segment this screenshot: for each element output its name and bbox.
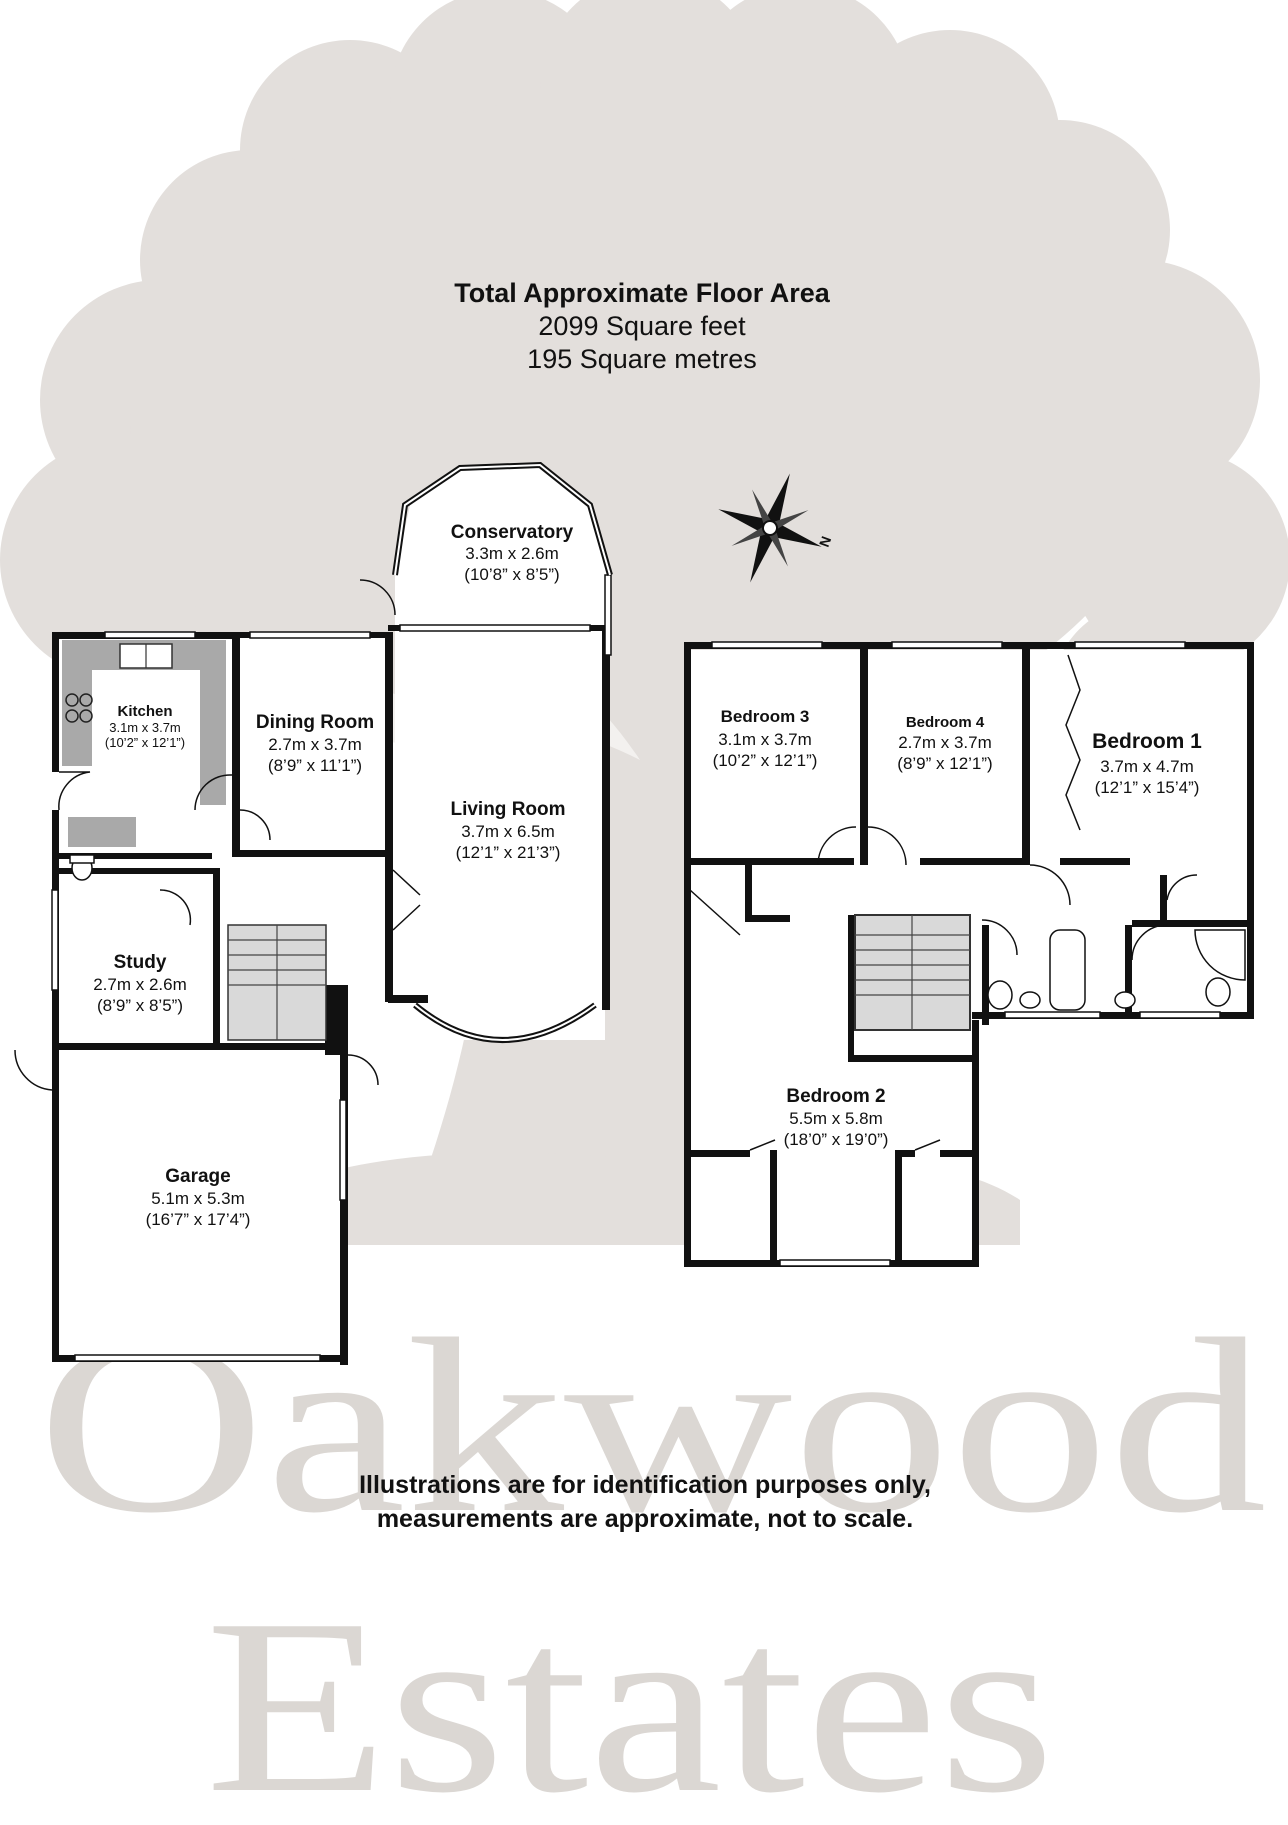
svg-text:2.7m x 3.7m: 2.7m x 3.7m (268, 735, 362, 754)
svg-text:(18’0” x 19’0”): (18’0” x 19’0”) (784, 1130, 889, 1149)
kitchen-window (104, 631, 196, 639)
svg-text:(10’8” x 8’5”): (10’8” x 8’5”) (464, 565, 559, 584)
hob-icon (65, 693, 93, 723)
disclaimer-line-1: Illustrations are for identification pur… (359, 1471, 931, 1499)
svg-text:2.7m x 3.7m: 2.7m x 3.7m (898, 733, 992, 752)
svg-text:5.1m x 5.3m: 5.1m x 5.3m (151, 1189, 245, 1208)
study-window (51, 889, 59, 991)
living-patio-door (399, 624, 591, 632)
first-floor-doors (689, 826, 1198, 1151)
bedroom2-window (779, 1259, 891, 1267)
ground-stairs (227, 924, 327, 1041)
dining-window (249, 631, 371, 639)
label-study: Study 2.7m x 2.6m (8’9” x 8’5”) (93, 952, 187, 1015)
label-bedroom-2: Bedroom 2 5.5m x 5.8m (18’0” x 19’0”) (784, 1086, 889, 1149)
svg-text:(8’9” x 12’1”): (8’9” x 12’1”) (897, 754, 992, 773)
label-bedroom-4: Bedroom 4 2.7m x 3.7m (8’9” x 12’1”) (897, 714, 992, 773)
svg-text:(8’9” x 8’5”): (8’9” x 8’5”) (97, 996, 183, 1015)
garage-door-window (74, 1354, 321, 1362)
svg-text:Bedroom 3: Bedroom 3 (721, 707, 810, 726)
svg-text:Bedroom 1: Bedroom 1 (1092, 730, 1202, 753)
ground-doors (14, 579, 421, 1091)
wc-icon (69, 854, 95, 881)
ensuite-toilet-icon (1205, 977, 1231, 1007)
watermark-estates: Estates (205, 1568, 1055, 1825)
basin-icon (1019, 991, 1041, 1009)
conservatory-glass (604, 574, 612, 656)
svg-text:3.1m x 3.7m: 3.1m x 3.7m (109, 720, 181, 735)
floor-area-title: Total Approximate Floor Area (454, 278, 831, 308)
svg-text:3.7m x 4.7m: 3.7m x 4.7m (1100, 757, 1194, 776)
svg-text:Conservatory: Conservatory (451, 522, 574, 543)
svg-text:5.5m x 5.8m: 5.5m x 5.8m (789, 1109, 883, 1128)
sink-icon (119, 643, 173, 669)
svg-text:(12’1” x 15’4”): (12’1” x 15’4”) (1095, 778, 1200, 797)
floor-area-sqft: 2099 Square feet (538, 311, 746, 341)
bedroom4-window (891, 641, 1003, 649)
toilet-icon (987, 980, 1013, 1010)
svg-text:3.7m x 6.5m: 3.7m x 6.5m (461, 822, 555, 841)
bathroom-window (1004, 1011, 1101, 1019)
svg-text:(10’2” x 12’1”): (10’2” x 12’1”) (713, 751, 818, 770)
disclaimer-line-2: measurements are approximate, not to sca… (377, 1505, 913, 1533)
label-bedroom-3: Bedroom 3 3.1m x 3.7m (10’2” x 12’1”) (713, 707, 818, 770)
conservatory-floor (395, 465, 610, 630)
ensuite-window (1139, 1011, 1221, 1019)
svg-text:Kitchen: Kitchen (117, 703, 172, 720)
first-floor-stairs (848, 914, 978, 1062)
svg-text:Dining Room: Dining Room (256, 712, 374, 733)
first-floor (684, 641, 1254, 1267)
label-bedroom-1: Bedroom 1 3.7m x 4.7m (12’1” x 15’4”) (1092, 730, 1202, 797)
svg-text:(12’1” x 21’3”): (12’1” x 21’3”) (456, 843, 561, 862)
svg-text:Living Room: Living Room (450, 799, 565, 820)
svg-text:3.3m x 2.6m: 3.3m x 2.6m (465, 544, 559, 563)
svg-text:Study: Study (114, 952, 167, 973)
svg-text:Bedroom 4: Bedroom 4 (906, 714, 985, 731)
svg-text:(10’2” x 12’1”): (10’2” x 12’1”) (105, 735, 185, 750)
shower-icon (1194, 929, 1246, 981)
floor-area-sqm: 195 Square metres (527, 344, 757, 374)
label-conservatory: Conservatory 3.3m x 2.6m (10’8” x 8’5”) (451, 522, 574, 584)
svg-text:(16’7” x 17’4”): (16’7” x 17’4”) (146, 1210, 251, 1229)
bedroom1-window (1074, 641, 1186, 649)
bedroom3-window (711, 641, 823, 649)
bath-icon (1049, 929, 1086, 1011)
compass-icon (718, 473, 822, 583)
svg-text:Garage: Garage (165, 1166, 230, 1187)
svg-text:2.7m x 2.6m: 2.7m x 2.6m (93, 975, 187, 994)
svg-text:(8’9” x 11’1”): (8’9” x 11’1”) (268, 756, 362, 775)
label-dining-room: Dining Room 2.7m x 3.7m (8’9” x 11’1”) (256, 712, 374, 775)
wardrobe-icon (1065, 654, 1081, 831)
svg-text:3.1m x 3.7m: 3.1m x 3.7m (718, 730, 812, 749)
ensuite-basin-icon (1114, 991, 1136, 1009)
label-kitchen: Kitchen 3.1m x 3.7m (10’2” x 12’1”) (105, 703, 185, 750)
label-garage: Garage 5.1m x 5.3m (16’7” x 17’4”) (146, 1166, 251, 1229)
label-living-room: Living Room 3.7m x 6.5m (12’1” x 21’3”) (450, 799, 565, 862)
ground-floor (14, 461, 613, 1365)
svg-text:Bedroom 2: Bedroom 2 (786, 1086, 885, 1107)
garage-side-window (339, 1099, 347, 1201)
